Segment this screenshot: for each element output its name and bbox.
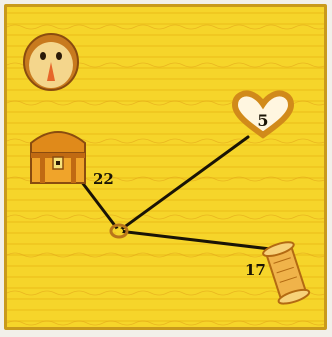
chest-value: 22 — [93, 172, 114, 187]
face-icon[interactable] — [24, 34, 78, 90]
game-board: 22 5 17 — [4, 4, 327, 330]
scroll-icon[interactable] — [262, 239, 311, 306]
scroll-value: 17 — [245, 263, 266, 278]
connection-paths — [78, 137, 287, 251]
heart-value: 5 — [248, 113, 278, 129]
board-graphics — [7, 7, 327, 330]
treasure-chest-icon[interactable] — [31, 132, 85, 183]
path-to-scroll — [119, 231, 287, 251]
